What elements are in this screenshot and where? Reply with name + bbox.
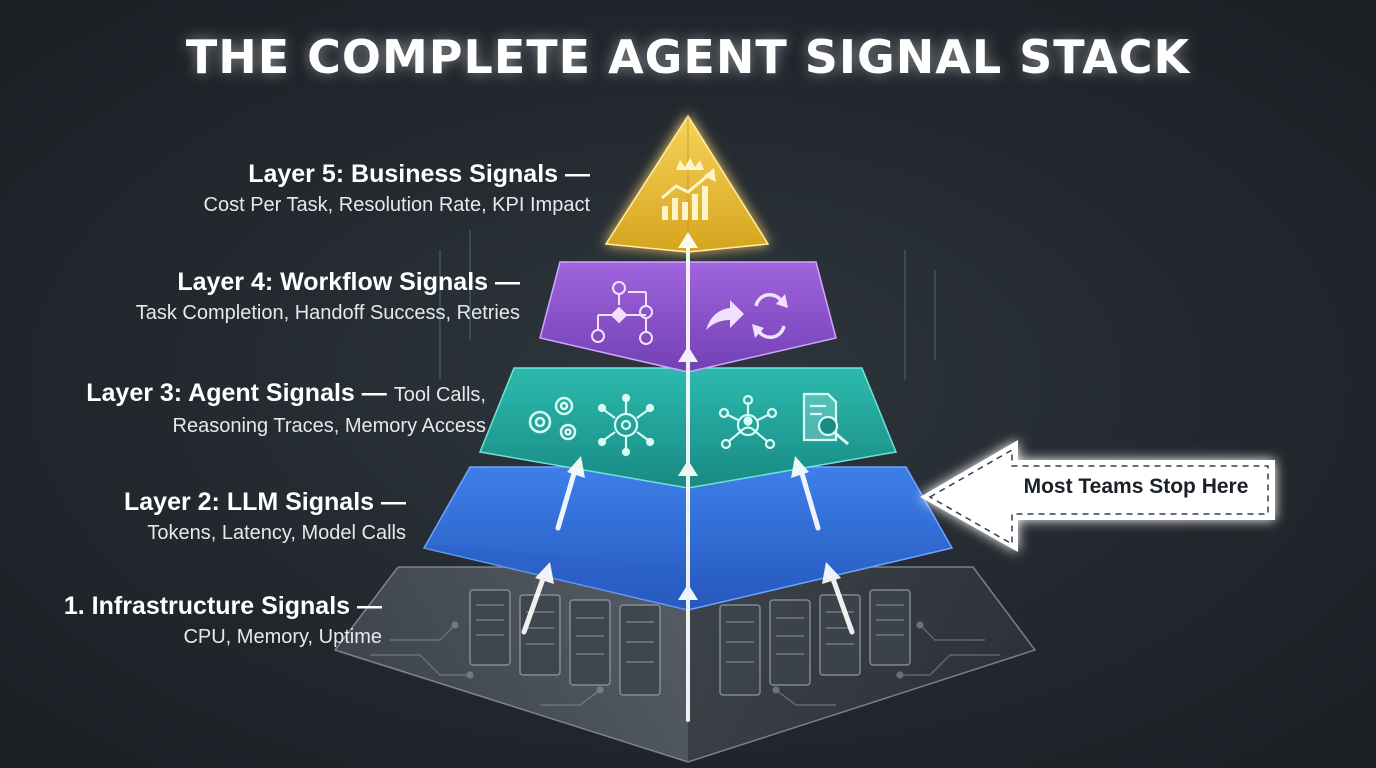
layer-4-label: Layer 4: Workflow Signals — Task Complet…	[136, 266, 520, 328]
signal-flow-arrows	[521, 232, 855, 722]
server-rack-icon	[469, 589, 911, 696]
layer-1-title: 1. Infrastructure Signals —	[63, 592, 382, 620]
layer-2-title: Layer 2: LLM Signals —	[123, 488, 406, 516]
circuit-board-icon	[370, 621, 1000, 706]
layer-2-label: Layer 2: LLM Signals — Tokens, Latency, …	[124, 486, 406, 548]
layer-2-description: Tokens, Latency, Model Calls	[147, 522, 406, 544]
layer-3-label: Layer 3: Agent Signals — Tool Calls, Rea…	[86, 377, 486, 441]
handoff-arrow-icon	[706, 300, 744, 330]
layer-5-business-block	[604, 114, 770, 253]
layer-3-title: Layer 3: Agent Signals —	[86, 379, 387, 407]
background-light-streaks	[439, 230, 936, 380]
layer-4-description: Task Completion, Handoff Success, Retrie…	[135, 302, 520, 324]
growth-chart-icon	[661, 168, 716, 220]
crown-icon	[676, 158, 704, 170]
layer-5-title: Layer 5: Business Signals —	[248, 160, 590, 188]
gear-network-icon	[597, 393, 655, 457]
layer-1-infrastructure-block	[333, 566, 1037, 763]
callout-arrow	[920, 440, 1275, 552]
layer-1-description: CPU, Memory, Uptime	[183, 626, 382, 648]
layer-5-label: Layer 5: Business Signals — Cost Per Tas…	[204, 158, 590, 220]
layer-1-label: 1. Infrastructure Signals — CPU, Memory,…	[64, 590, 382, 652]
retry-icon	[752, 293, 788, 339]
page-title: THE COMPLETE AGENT SIGNAL STACK	[185, 30, 1191, 84]
workflow-flowchart-icon	[591, 281, 653, 345]
layer-4-title: Layer 4: Workflow Signals —	[177, 268, 520, 296]
user-network-icon	[718, 394, 778, 450]
layer-3-description-start: Tool Calls,	[393, 384, 486, 406]
callout-text: Most Teams Stop Here	[1023, 475, 1249, 498]
layer-5-description: Cost Per Task, Resolution Rate, KPI Impa…	[203, 194, 590, 216]
layer-3-description: Reasoning Traces, Memory Access	[172, 415, 486, 437]
document-search-icon	[802, 392, 849, 446]
gears-icon	[528, 396, 577, 441]
